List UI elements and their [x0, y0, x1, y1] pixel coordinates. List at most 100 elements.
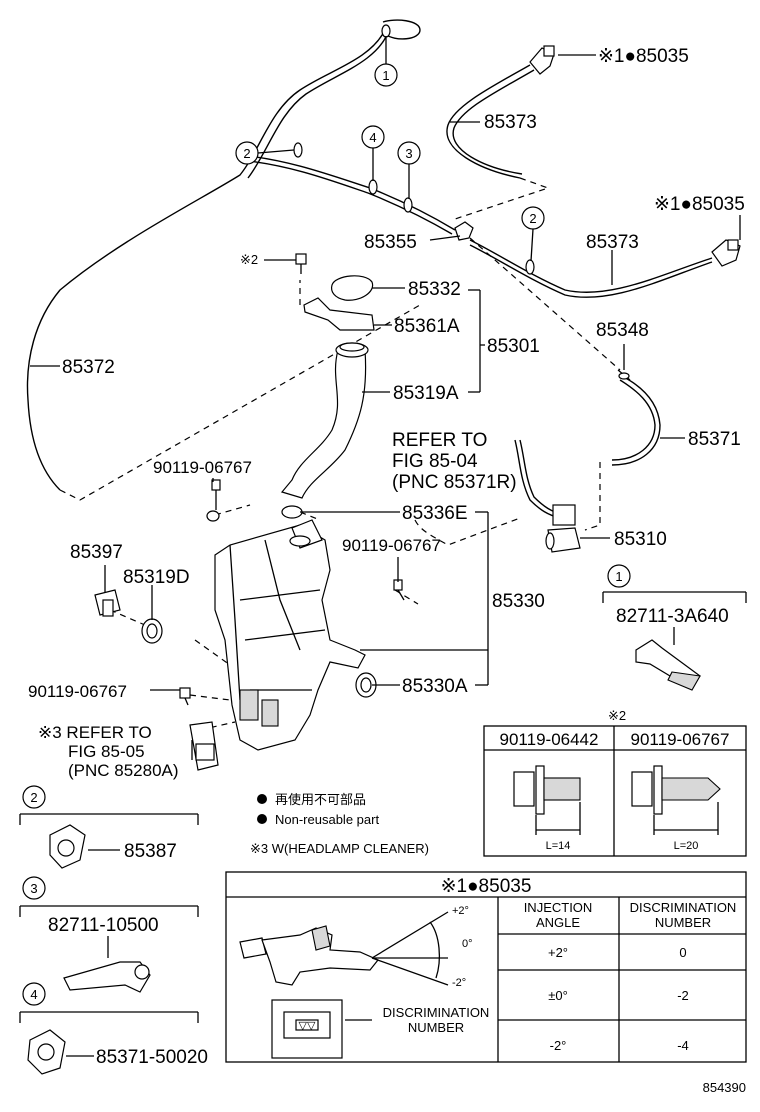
label-refer2-line1: ※3 REFER TO — [38, 723, 152, 742]
label-refer2-line3: (PNC 85280A) — [68, 761, 179, 780]
svg-text:L=14: L=14 — [546, 840, 571, 852]
callout-4: 4 — [361, 125, 385, 181]
hose-clip-4 — [368, 179, 378, 195]
svg-text:85371-50020: 85371-50020 — [96, 1047, 208, 1068]
reservoir-tank-85330 — [214, 519, 366, 751]
joint-85355 — [454, 221, 474, 241]
svg-text:90119-06442: 90119-06442 — [500, 730, 599, 749]
svg-text:90119-06767: 90119-06767 — [631, 730, 730, 749]
label-85319D: 85319D — [123, 567, 190, 588]
svg-text:2: 2 — [243, 146, 250, 161]
svg-text:DISCRIMINATION: DISCRIMINATION — [630, 900, 737, 915]
nozzle-row-2-angle: ±0° — [548, 988, 568, 1003]
label-85319A: 85319A — [393, 383, 459, 404]
bolt-90119-06767-a — [206, 479, 221, 522]
bolt-table: ※2 90119-06442 90119-06767 L=14 L=20 — [483, 708, 747, 857]
svg-text:+2°: +2° — [452, 905, 469, 917]
svg-text:L=20: L=20 — [674, 840, 699, 852]
grommet-85336E — [281, 505, 303, 519]
svg-text:3: 3 — [405, 146, 412, 161]
clip-82711-10500 — [63, 961, 151, 993]
label-85336E: 85336E — [402, 503, 468, 524]
svg-text:2: 2 — [529, 211, 536, 226]
hose-85373-right — [469, 239, 713, 293]
svg-text:0°: 0° — [462, 938, 473, 950]
label-refer2-line2: FIG 85-05 — [68, 742, 145, 761]
inset-4: 4 85371-50020 — [19, 982, 208, 1075]
label-90119-06767-a: 90119-06767 — [153, 458, 252, 477]
hose-clip-1 — [381, 24, 391, 38]
svg-text:3: 3 — [30, 881, 37, 896]
inset-1: 1 82711-3A640 — [602, 564, 747, 691]
hose-main — [239, 154, 456, 231]
nozzle-row-1-angle: +2° — [548, 945, 568, 960]
svg-text:82711-3A640: 82711-3A640 — [616, 606, 729, 627]
label-85332: 85332 — [408, 279, 461, 300]
label-refer1-line3: (PNC 85371R) — [392, 472, 517, 493]
svg-text:1: 1 — [615, 569, 622, 584]
label-85310: 85310 — [614, 529, 667, 550]
svg-text:-2°: -2° — [452, 977, 466, 989]
hose-85372 — [26, 29, 386, 491]
bolt-90119-06767-drawing — [631, 765, 721, 835]
svg-text:※1●85035: ※1●85035 — [441, 876, 532, 897]
bolt-90119-06767-b — [393, 579, 405, 601]
callout-1: 1 — [374, 36, 398, 87]
label-refer1-line1: REFER TO — [392, 430, 487, 451]
label-85035-top: ※1●85035 — [598, 46, 689, 67]
svg-text:85387: 85387 — [124, 841, 177, 862]
callout-3: 3 — [397, 141, 421, 199]
svg-text:DISCRIMINATION: DISCRIMINATION — [383, 1005, 490, 1020]
svg-text:NUMBER: NUMBER — [655, 915, 711, 930]
filler-neck-85319A — [280, 349, 367, 499]
label-90119-06767-b: 90119-06767 — [342, 536, 441, 555]
cap-85332 — [330, 275, 374, 301]
bracket-85361A — [303, 297, 375, 331]
label-refer1-line2: FIG 85-04 — [392, 451, 478, 472]
label-85397: 85397 — [70, 542, 123, 563]
label-85330: 85330 — [492, 591, 545, 612]
motor-85280A — [189, 721, 219, 771]
svg-text:INJECTION: INJECTION — [524, 900, 593, 915]
hose-clip-85348 — [618, 372, 630, 380]
label-90119-06767-c: 90119-06767 — [28, 682, 127, 701]
nozzle-85035-right — [711, 239, 741, 267]
nozzle-table: ※1●85035 INJECTION ANGLE DISCRIMINATION … — [225, 871, 747, 1063]
bolt-90119-06442-drawing — [513, 765, 581, 835]
label-85373-right: 85373 — [586, 232, 639, 253]
hose-85371R — [514, 439, 561, 519]
hose-loop-top — [382, 19, 421, 40]
callout-2b: 2 — [521, 206, 545, 262]
label-85361A: 85361A — [394, 316, 460, 337]
inset-2: 2 85387 — [19, 785, 199, 869]
legend-nonreusable-en: Non-reusable part — [275, 812, 379, 827]
svg-text:4: 4 — [369, 130, 376, 145]
label-85330A: 85330A — [402, 676, 468, 697]
label-85348: 85348 — [596, 320, 649, 341]
hose-clip-2b — [525, 259, 535, 275]
diagram-id: 854390 — [703, 1080, 746, 1095]
svg-text:4: 4 — [30, 987, 37, 1002]
label-85301: 85301 — [487, 336, 540, 357]
svg-text:2: 2 — [30, 790, 37, 805]
label-85372: 85372 — [62, 357, 115, 378]
callout-2a: 2 — [235, 141, 295, 165]
hose-85371 — [611, 374, 661, 466]
nozzle-connector-drawing: ▽▽ — [271, 999, 343, 1059]
svg-text:NUMBER: NUMBER — [408, 1020, 464, 1035]
hose-clip-2a — [293, 142, 303, 158]
svg-text:▽▽: ▽▽ — [299, 1020, 316, 1032]
svg-text:1: 1 — [382, 68, 389, 83]
label-85355: 85355 — [364, 232, 417, 253]
legend-nonreusable-jp: 再使用不可部品 — [275, 792, 366, 807]
svg-text:82711-10500: 82711-10500 — [48, 915, 159, 936]
hose-85373-top — [446, 64, 531, 179]
label-85373-top: 85373 — [484, 112, 537, 133]
nonreusable-dot-2 — [257, 814, 267, 824]
inset-3: 3 82711-10500 — [19, 876, 199, 993]
pump-85310 — [545, 504, 581, 553]
label-85371: 85371 — [688, 429, 741, 450]
label-note2-mark: ※2 — [240, 252, 258, 267]
legend-note3: ※3 W(HEADLAMP CLEANER) — [250, 841, 429, 856]
